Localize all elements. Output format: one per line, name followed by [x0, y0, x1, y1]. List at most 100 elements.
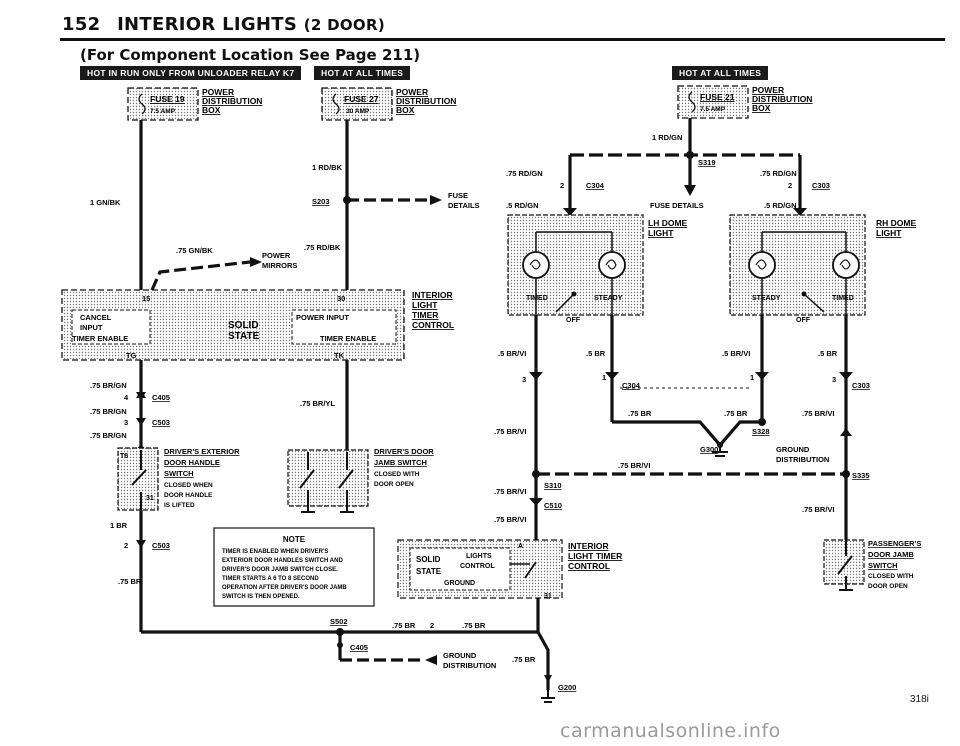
relay-lights: LIGHTS [466, 553, 492, 560]
pin-31: 31 [146, 495, 154, 502]
connector-c304: C304 [586, 181, 605, 190]
power-mirrors-arrow [250, 257, 262, 267]
right-wire-labels: 1 RD/GN S319 .75 RD/GN .75 RD/GN 2 C304 … [494, 133, 870, 524]
connector-c405b: C405 [350, 643, 368, 652]
pin-2: 2 [124, 541, 128, 550]
power-box2-line2: DISTRIBUTION [396, 96, 456, 106]
splice-s335: S335 [852, 471, 870, 480]
wire-75-br-vi-l3: .75 BR/VI [494, 515, 527, 524]
note-title: NOTE [283, 535, 306, 544]
timer-enable-left: TIMER ENABLE [72, 334, 128, 343]
rh-dome-label-1: RH DOME [876, 218, 916, 228]
page-number: 152 [62, 14, 101, 35]
figure-code: 318i [910, 694, 929, 705]
component-location-note: (For Component Location See Page 211) [80, 46, 421, 64]
passenger-jamb-3: SWITCH [868, 561, 898, 570]
wire-1-rd-bk: 1 RD/BK [312, 163, 343, 172]
wire-75-br-mid: .75 BR [628, 409, 652, 418]
splice-s319: S319 [698, 158, 716, 167]
pin-2b: 2 [430, 621, 434, 630]
power-box-line2: DISTRIBUTION [202, 96, 262, 106]
fuse-27-name: FUSE 27 [344, 94, 379, 104]
fuse-details-line2: DETAILS [448, 201, 480, 210]
relay-label-1: INTERIOR [568, 541, 609, 551]
wire-75-br-vi-l2: .75 BR/VI [494, 487, 527, 496]
driver-handle-2: DOOR HANDLE [164, 458, 220, 467]
driver-door-jamb-switch: DRIVER'S DOOR JAMB SWITCH CLOSED WITH DO… [287, 447, 434, 513]
wire-75-br-vi-l1: .75 BR/VI [494, 427, 527, 436]
pin-30: 30 [337, 294, 345, 303]
wire-5-rd-gn-l: .5 RD/GN [506, 201, 539, 210]
banner-hot-in-run: HOT IN RUN ONLY FROM UNLOADER RELAY K7 [80, 66, 302, 80]
wire-75-br-vi-bus: .75 BR/VI [618, 461, 651, 470]
power-box-label-2: POWER DISTRIBUTION BOX [396, 87, 456, 115]
lh-bulb-1 [522, 251, 550, 279]
timer-power-input: POWER INPUT [296, 313, 349, 322]
note-line-6: SWITCH IS THEN OPENED. [222, 594, 300, 600]
power-box3-line1: POWER [752, 85, 784, 95]
pin-tg: TG [126, 351, 137, 360]
timer-state: STATE [228, 331, 260, 342]
fuse-27-rating: 30 AMP [346, 108, 370, 115]
left-wire-labels: 1 GN/BK 1 RD/BK S203 FUSE DETAILS .75 GN… [90, 163, 576, 692]
wire-75-rd-gn-l: .75 RD/GN [506, 169, 543, 178]
pin-2d: 2 [788, 181, 792, 190]
pin-4: 4 [124, 393, 129, 402]
fuse-19-rating: 7.5 AMP [150, 108, 176, 115]
connector-c304b: C304 [622, 381, 641, 390]
pin-3b: 3 [522, 375, 526, 384]
fuse-21-name: FUSE 21 [700, 92, 735, 102]
driver-handle-6: IS LIFTED [164, 502, 195, 509]
note-line-4: TIMER STARTS A 6 TO 8 SECOND [222, 576, 319, 582]
driver-jamb-3: CLOSED WITH [374, 471, 420, 478]
timer-enable-right: TIMER ENABLE [320, 334, 376, 343]
power-box3-line2: DISTRIBUTION [752, 94, 812, 104]
pin-3: 3 [124, 418, 128, 427]
wire-br-gn-1: .75 BR/GN [90, 381, 127, 390]
relay-timer-control: SOLID STATE LIGHTS CONTROL GROUND A 31 I… [397, 539, 622, 600]
watermark: carmanualsonline.info [560, 720, 781, 742]
ground-g300-symbol [712, 445, 728, 457]
timer-label-1: INTERIOR [412, 290, 453, 300]
timer-control-module: 15 30 CANCEL INPUT TIMER ENABLE SOLID ST… [61, 289, 454, 361]
banner-hot-at-all-times-1: HOT AT ALL TIMES [314, 66, 411, 80]
wire-75-br-vi-r2: .75 BR/VI [802, 505, 835, 514]
timer-label-3: TIMER [412, 310, 438, 320]
rh-off: OFF [796, 317, 811, 324]
driver-jamb-4: DOOR OPEN [374, 481, 414, 488]
relay-control: CONTROL [460, 563, 495, 570]
fuse-27: FUSE 27 30 AMP [321, 87, 393, 121]
fuse-19-name: FUSE 19 [150, 94, 185, 104]
ground-g200-symbol [541, 690, 555, 703]
passenger-jamb-4: CLOSED WITH [868, 573, 914, 580]
rh-bulb-2 [832, 251, 860, 279]
pin-2c: 2 [560, 181, 564, 190]
note-line-5: OPERATION AFTER DRIVER'S DOOR JAMB [222, 585, 347, 591]
pin-1b: 1 [750, 373, 754, 382]
wire-1-gn-bk: 1 GN/BK [90, 198, 121, 207]
power-box-line1: POWER [202, 87, 234, 97]
pin-1: 1 [602, 373, 606, 382]
wire-br-gn-3: .75 BR/GN [90, 431, 127, 440]
note-line-1: TIMER IS ENABLED WHEN DRIVER'S [222, 549, 328, 555]
note-line-2: EXTERIOR DOOR HANDLES SWITCH AND [222, 558, 343, 564]
relay-label-3: CONTROL [568, 561, 610, 571]
connector-c405: C405 [152, 393, 170, 402]
header-rule [60, 38, 945, 41]
splice-s203: S203 [312, 197, 330, 206]
lh-dome-label-2: LIGHT [648, 228, 674, 238]
driver-handle-5: DOOR HANDLE [164, 492, 213, 499]
lh-bulb-2 [598, 251, 626, 279]
power-box-label-1: POWER DISTRIBUTION BOX [202, 87, 262, 115]
wire-br-yl: .75 BR/YL [300, 399, 335, 408]
wire-5-br-vi-r: .5 BR/VI [722, 349, 750, 358]
connector-c303b: C303 [852, 381, 870, 390]
ground-g200: G200 [558, 683, 576, 692]
wire-75-rd-bk: .75 RD/BK [304, 243, 341, 252]
note-box: NOTE TIMER IS ENABLED WHEN DRIVER'S EXTE… [213, 527, 375, 607]
fuse-details-line1: FUSE [448, 191, 468, 200]
power-mirrors-line1: POWER [262, 251, 291, 260]
timer-solid: SOLID [228, 320, 259, 331]
note-line-3: DRIVER'S DOOR JAMB SWITCH CLOSE. [222, 567, 338, 573]
